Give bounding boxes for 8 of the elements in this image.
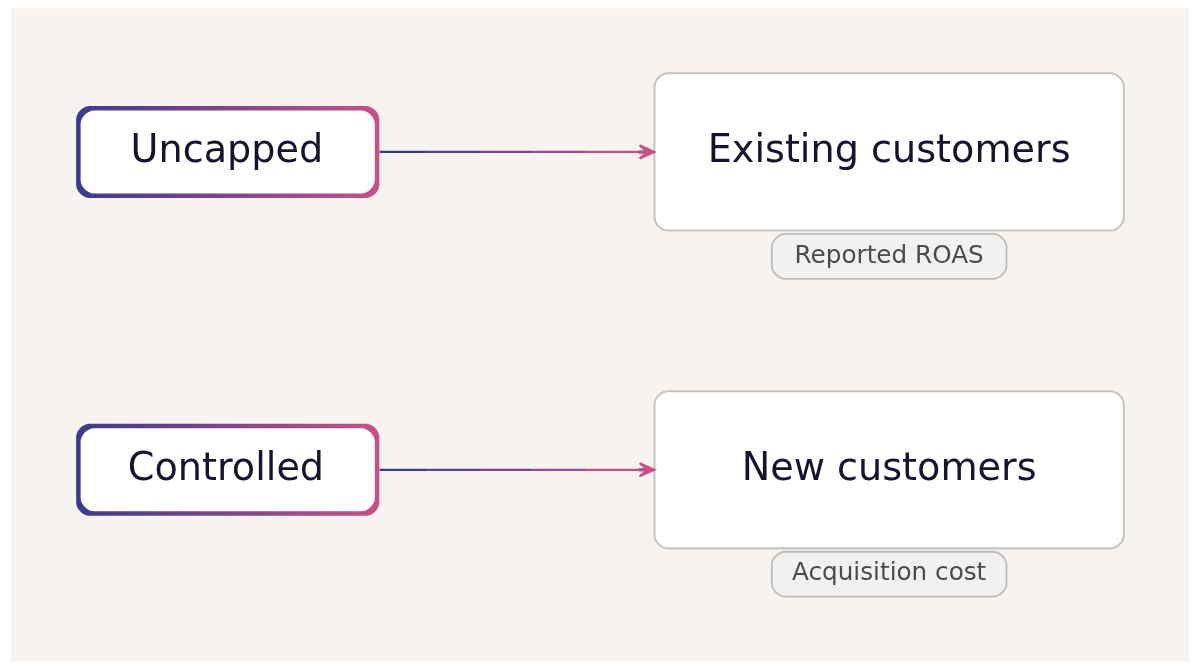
arrow [379,462,656,478]
node-box: Existing customers [653,72,1125,232]
arrow [379,144,656,160]
node-box: New customers [653,390,1125,550]
node-box: Acquisition cost [770,550,1008,598]
node-box: Controlled [76,423,380,516]
node-box: Reported ROAS [770,233,1008,280]
node-box: Uncapped [76,105,380,198]
